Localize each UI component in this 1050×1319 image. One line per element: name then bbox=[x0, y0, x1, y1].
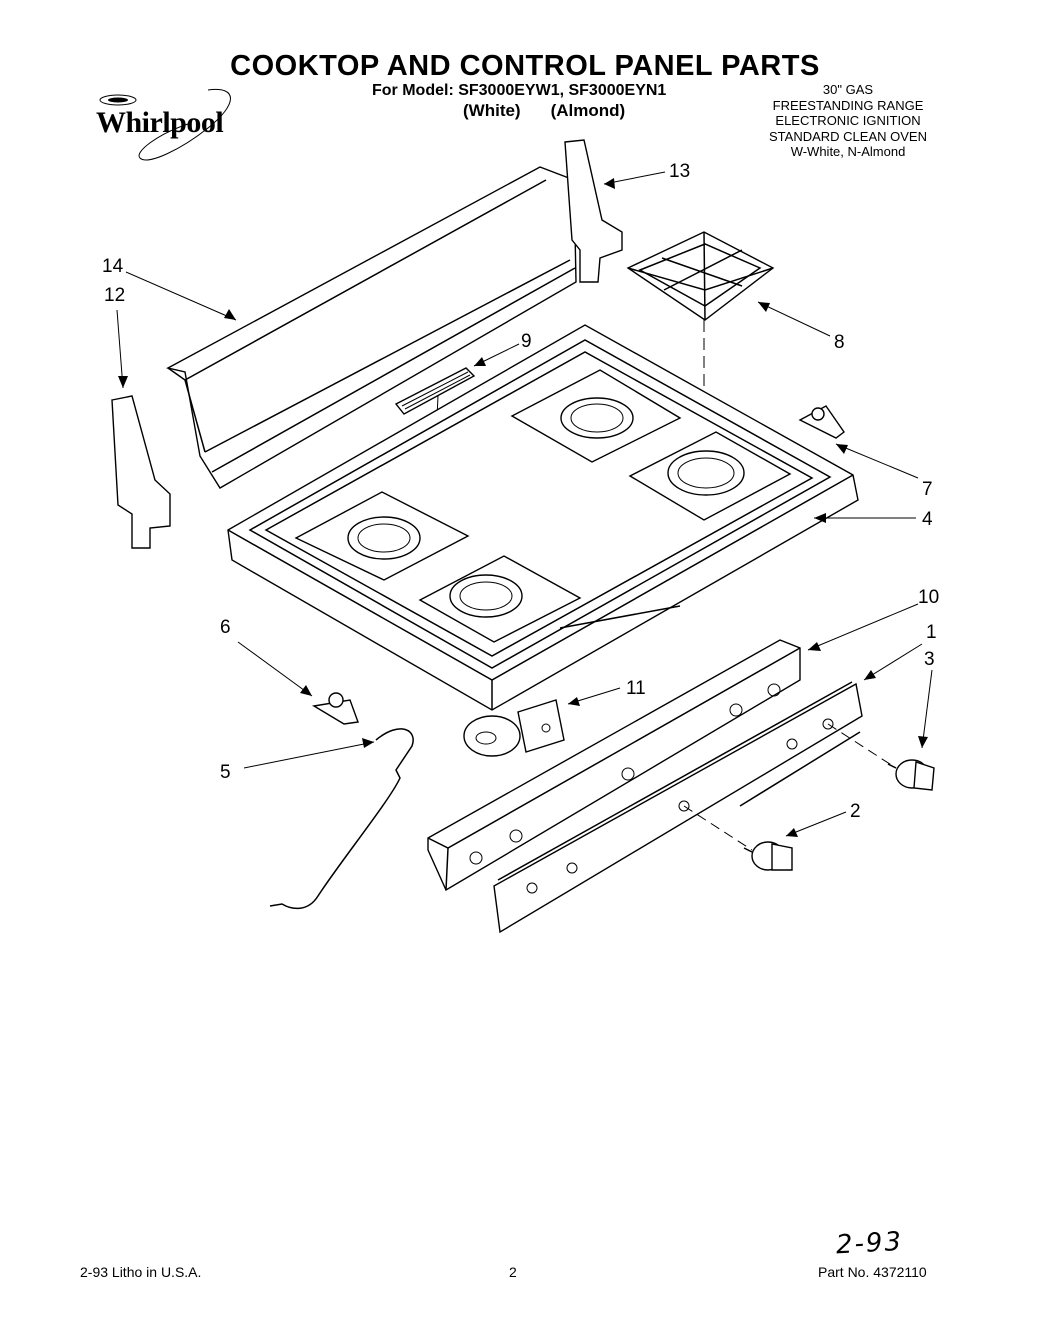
callout-9: 9 bbox=[521, 331, 532, 352]
callout-4: 4 bbox=[922, 509, 933, 530]
callout-7: 7 bbox=[922, 479, 933, 500]
right-clip-part bbox=[798, 405, 845, 439]
burner-pan-front-left bbox=[294, 491, 470, 581]
callout-1: 1 bbox=[926, 622, 937, 643]
spark-module-part bbox=[463, 699, 565, 757]
callout-10: 10 bbox=[918, 587, 939, 608]
variant-almond: (Almond) bbox=[550, 101, 626, 120]
spec-line: W-White, N-Almond bbox=[790, 144, 906, 159]
page-number: 2 bbox=[509, 1264, 517, 1280]
left-endcap-part bbox=[111, 395, 171, 549]
callout-6: 6 bbox=[220, 617, 231, 638]
brand-wordmark: Whirlpool bbox=[96, 106, 224, 139]
callout-12: 12 bbox=[104, 285, 125, 306]
ignition-wire-part bbox=[269, 728, 414, 910]
brand-logo-swoosh bbox=[99, 88, 231, 161]
model-line: For Model: SF3000EYW1, SF3000EYN1 bbox=[372, 82, 667, 99]
callout-3: 3 bbox=[924, 649, 935, 670]
right-endcap-part bbox=[564, 139, 623, 283]
manifold-part bbox=[427, 639, 801, 892]
knob-part-3 bbox=[887, 759, 935, 791]
cooktop-part bbox=[227, 324, 859, 711]
color-variants: (White) (Almond) bbox=[463, 101, 625, 121]
burner-pan-rear-left bbox=[510, 369, 682, 463]
burner-pan-front-right bbox=[418, 555, 582, 643]
spec-line: 30" GAS bbox=[822, 82, 874, 97]
callout-2: 2 bbox=[850, 801, 861, 822]
spec-block: 30" GAS FREESTANDING RANGE ELECTRONIC IG… bbox=[748, 82, 948, 160]
callout-13: 13 bbox=[669, 161, 690, 182]
page-title: COOKTOP AND CONTROL PANEL PARTS bbox=[230, 50, 820, 82]
knob-part-2 bbox=[743, 841, 793, 871]
burner-pan-rear-right bbox=[628, 431, 792, 521]
knob-3-alignment-line bbox=[827, 723, 897, 769]
variant-white: (White) bbox=[463, 101, 521, 120]
litho-note: 2-93 Litho in U.S.A. bbox=[80, 1264, 202, 1280]
grate-part bbox=[626, 231, 775, 321]
leader-lines bbox=[116, 171, 933, 837]
knob-2-alignment-line bbox=[683, 805, 753, 851]
handwritten-date: 2-93 bbox=[835, 1226, 904, 1261]
spec-line: FREESTANDING RANGE bbox=[772, 97, 924, 113]
callout-5: 5 bbox=[220, 762, 231, 783]
part-number: Part No. 4372110 bbox=[818, 1264, 927, 1280]
callout-8: 8 bbox=[834, 332, 845, 353]
spec-line: ELECTRONIC IGNITION bbox=[775, 113, 921, 128]
spec-line: STANDARD CLEAN OVEN bbox=[769, 128, 927, 144]
control-panel-part bbox=[493, 681, 863, 934]
callout-11: 11 bbox=[626, 678, 646, 699]
callout-14: 14 bbox=[102, 256, 124, 277]
backguard-part bbox=[166, 166, 577, 489]
left-clip-part bbox=[312, 692, 359, 725]
